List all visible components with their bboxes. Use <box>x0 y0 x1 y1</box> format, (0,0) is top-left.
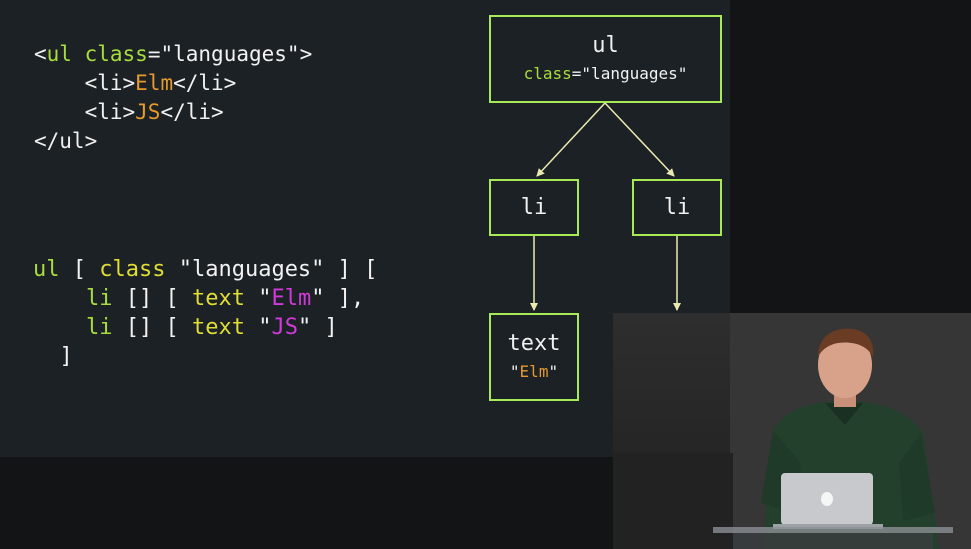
elm-bracket: ] [ <box>337 257 378 282</box>
wall-shadow <box>613 453 733 549</box>
edge-ul-to-li-left <box>536 102 606 177</box>
html-code-line-1: <ul class="languages"> <box>34 40 312 69</box>
elm-fn-ul: ul <box>33 257 60 282</box>
elm-code-line-1: ul [ class "languages" ] [ <box>33 255 377 284</box>
elm-fn-li: li <box>85 286 113 311</box>
elm-quote: " <box>244 286 272 311</box>
node-label-text: text <box>507 331 561 356</box>
elm-fn-li: li <box>85 315 113 340</box>
elm-brackets: [] [ <box>112 286 192 311</box>
attr-value: "languages" <box>160 42 300 66</box>
apple-logo-icon <box>821 492 833 506</box>
elm-code-line-2: li [] [ text "Elm" ], <box>33 284 377 313</box>
ul-close-tag: </ul> <box>34 129 98 153</box>
laptop-base <box>773 524 883 529</box>
elm-code-line-3: li [] [ text "JS" ] <box>33 313 377 342</box>
li-text-js: JS <box>135 100 161 124</box>
node-label-li: li <box>663 194 691 220</box>
node-attr: class="languages" <box>524 63 688 85</box>
tag-close-bracket: > <box>299 42 313 66</box>
li-text-elm: Elm <box>135 71 174 95</box>
elm-bracket: ], <box>324 286 365 311</box>
quote: " <box>548 362 559 381</box>
html-code-line-4: </ul> <box>34 127 312 156</box>
laptop <box>773 473 883 529</box>
attr-equals: = <box>147 42 161 66</box>
presenter-collar <box>825 403 863 425</box>
node-attr-eq: = <box>571 64 582 83</box>
attr-name: class <box>84 42 148 66</box>
presenter-hair <box>818 328 874 357</box>
elm-code-line-4: ] <box>33 342 377 371</box>
li-close-tag: </li> <box>160 100 224 124</box>
tag-open-bracket: < <box>34 42 47 66</box>
li-open-tag: <li> <box>84 71 136 95</box>
tree-node-text-elm: text "Elm" <box>489 313 579 401</box>
elm-close-bracket: ] <box>33 344 73 369</box>
elm-code-block: ul [ class "languages" ] [ li [] [ text … <box>33 255 377 371</box>
elm-string-languages: "languages" <box>165 257 338 282</box>
elm-quote: " <box>244 315 272 340</box>
elm-quote: " <box>297 315 312 340</box>
presenter-head <box>818 332 872 398</box>
elm-fn-text: text <box>191 286 245 311</box>
elm-string-elm: Elm <box>271 286 312 311</box>
node-label-ul: ul <box>592 33 619 58</box>
tree-node-li-left: li <box>489 179 579 236</box>
elm-fn-class: class <box>99 257 166 282</box>
tree-node-li-right: li <box>632 179 722 236</box>
li-close-tag: </li> <box>173 71 237 95</box>
html-code-block: <ul class="languages"> <li>Elm</li> <li>… <box>34 40 312 156</box>
html-code-line-3: <li>JS</li> <box>34 98 312 127</box>
elm-bracket: ] <box>311 315 338 340</box>
node-string-elm: Elm <box>519 362 549 381</box>
presenter-video-overlay <box>613 313 971 549</box>
node-attr-name: class <box>523 64 572 83</box>
node-attr-value: "languages" <box>581 64 688 83</box>
html-code-line-2: <li>Elm</li> <box>34 69 312 98</box>
podium-glass <box>713 527 953 533</box>
tree-node-ul: ul class="languages" <box>489 15 722 103</box>
node-label-li: li <box>520 194 548 220</box>
elm-quote: " <box>311 286 325 311</box>
node-text-value: "Elm" <box>510 361 558 383</box>
edge-ul-to-li-right <box>604 102 675 177</box>
elm-brackets: [] [ <box>112 315 192 340</box>
elm-string-js: JS <box>271 315 298 340</box>
elm-fn-text: text <box>191 315 245 340</box>
tree-edges <box>530 102 681 311</box>
presenter-illustration <box>613 313 971 549</box>
elm-bracket: [ <box>59 257 100 282</box>
presenter-right-arm <box>899 433 935 521</box>
tag-name: ul <box>46 42 72 66</box>
quote: " <box>509 362 520 381</box>
li-open-tag: <li> <box>84 100 136 124</box>
podium-front <box>733 533 933 549</box>
